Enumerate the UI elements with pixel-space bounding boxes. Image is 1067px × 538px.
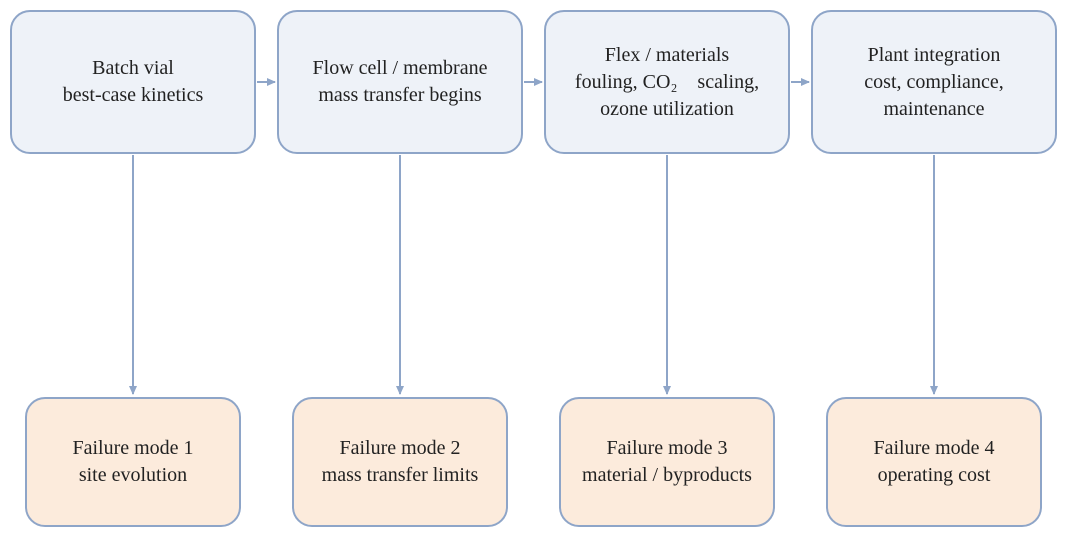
stage-title: Plant integration xyxy=(867,43,1001,66)
stage-flex-materials: Flex / materials fouling, CO₂ scaling, o… xyxy=(544,10,790,154)
failure-mode-1: Failure mode 1 site evolution xyxy=(25,397,241,527)
stage-subtitle-2: ozone utilization xyxy=(600,97,734,120)
stage-title: Batch vial xyxy=(92,57,174,79)
failure-mode-2: Failure mode 2 mass transfer limits xyxy=(292,397,508,527)
failure-description: mass transfer limits xyxy=(321,464,479,486)
stage-subtitle: cost, compliance, xyxy=(864,70,1004,93)
stage-flow-cell: Flow cell / membrane mass transfer begin… xyxy=(277,10,523,154)
stage-title: Flex / materials xyxy=(604,43,730,66)
failure-description: site evolution xyxy=(78,464,188,486)
failure-mode-3: Failure mode 3 material / byproducts xyxy=(559,397,775,527)
failure-title: Failure mode 1 xyxy=(72,437,194,459)
failure-description: operating cost xyxy=(877,464,991,486)
failure-title: Failure mode 4 xyxy=(873,437,995,459)
failure-title: Failure mode 3 xyxy=(606,437,728,459)
stage-plant-integration: Plant integration cost, compliance, main… xyxy=(811,10,1057,154)
failure-title: Failure mode 2 xyxy=(339,437,461,459)
stage-subtitle: fouling, CO₂ scaling, xyxy=(574,70,760,93)
stage-subtitle: best-case kinetics xyxy=(62,84,204,106)
stage-batch-vial: Batch vial best-case kinetics xyxy=(10,10,256,154)
stage-title: Flow cell / membrane xyxy=(312,57,488,79)
failure-mode-4: Failure mode 4 operating cost xyxy=(826,397,1042,527)
stage-subtitle: mass transfer begins xyxy=(318,84,482,106)
stage-subtitle-2: maintenance xyxy=(883,97,985,120)
failure-description: material / byproducts xyxy=(582,464,752,486)
